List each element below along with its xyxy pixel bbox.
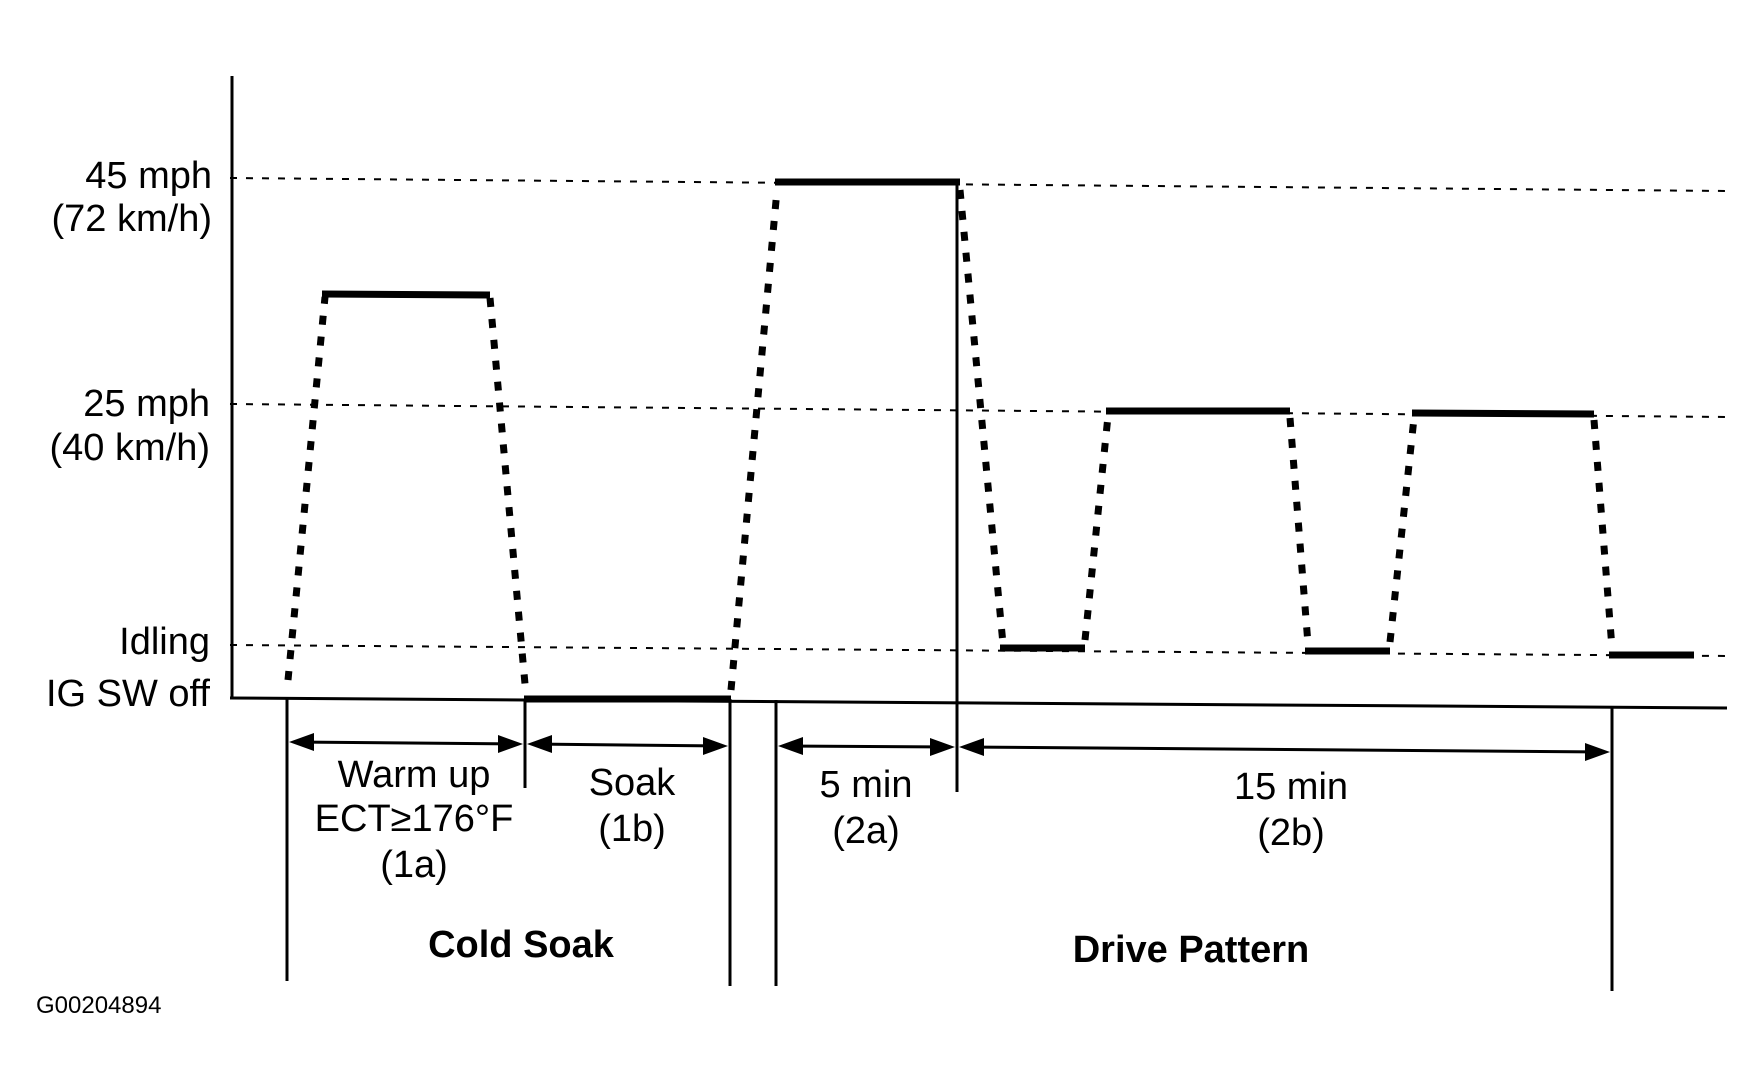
ramp-cycle2-decel: [1590, 419, 1616, 649]
plateau-25mph-2: [1411, 409, 1595, 418]
label-warmup: Warm up: [338, 754, 491, 796]
arrow-5min: [778, 737, 955, 756]
arrow-15min: [959, 738, 1610, 761]
phase-cold-soak: Cold Soak: [428, 924, 615, 966]
ref-line-45mph: [229, 177, 1728, 192]
label-25mph: 25 mph: [83, 383, 210, 425]
arrow-warmup: [289, 733, 523, 753]
label-ig-sw-off: IG SW off: [46, 673, 210, 715]
label-2a: (2a): [832, 810, 900, 852]
label-45mph: 45 mph: [85, 155, 212, 197]
label-1b: (1b): [598, 808, 666, 850]
ramp-cycle1-decel: [1286, 417, 1312, 645]
label-40kmh: (40 km/h): [50, 427, 210, 469]
figure-id: G00204894: [36, 992, 161, 1019]
label-15min: 15 min: [1234, 766, 1348, 808]
label-1a: (1a): [380, 844, 448, 886]
x-axis: [229, 696, 1728, 710]
ref-line-idling: [229, 644, 1728, 657]
label-5min: 5 min: [820, 764, 913, 806]
plateau-warmup: [321, 290, 491, 299]
ramp-warmup-decel: [486, 297, 530, 696]
phase-drive-pattern: Drive Pattern: [1073, 929, 1310, 971]
label-soak: Soak: [589, 762, 677, 804]
arrow-soak: [527, 735, 728, 755]
ramp-45mph-decel: [956, 189, 1007, 645]
label-2b: (2b): [1257, 812, 1325, 854]
label-ect-condition: ECT≥176°F: [315, 798, 514, 840]
ramp-warmup-accel: [284, 296, 329, 681]
label-idling: Idling: [119, 621, 210, 663]
ramp-cycle1-accel: [1081, 415, 1112, 641]
ramp-cycle2-accel: [1386, 417, 1418, 643]
ramp-45mph-accel: [727, 189, 781, 691]
label-72kmh: (72 km/h): [52, 198, 212, 240]
